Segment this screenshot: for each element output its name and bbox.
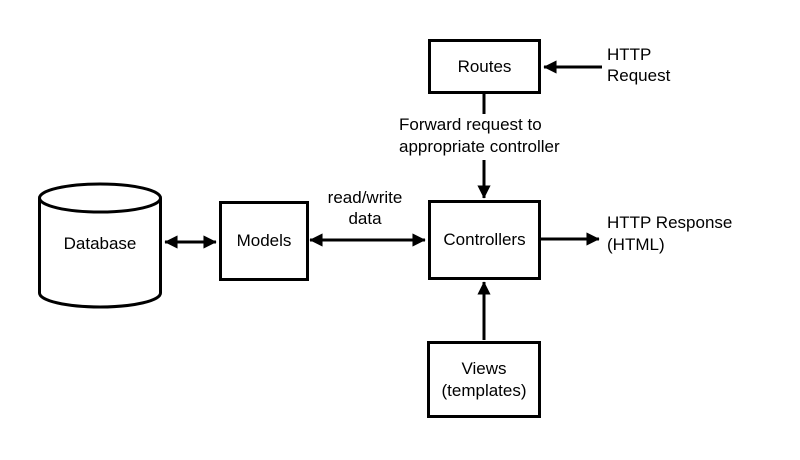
node-views-label: Views (templates) [441, 358, 527, 400]
node-views: Views (templates) [427, 341, 541, 418]
node-routes-label: Routes [457, 56, 512, 76]
node-controllers-label: Controllers [443, 230, 526, 249]
node-database-label: Database [63, 234, 137, 253]
node-models-label: Models [236, 231, 292, 250]
node-models: Models [219, 201, 309, 281]
label-read-write-data: read/write data [327, 188, 403, 228]
database-cylinder [38, 182, 162, 309]
node-routes: Routes [428, 39, 541, 94]
label-http-response: HTTP Response (HTML) [607, 213, 733, 254]
node-controllers: Controllers [428, 200, 541, 280]
label-http-request: HTTP Request [607, 45, 671, 85]
label-forward-request: Forward request to appropriate controlle… [399, 115, 560, 156]
